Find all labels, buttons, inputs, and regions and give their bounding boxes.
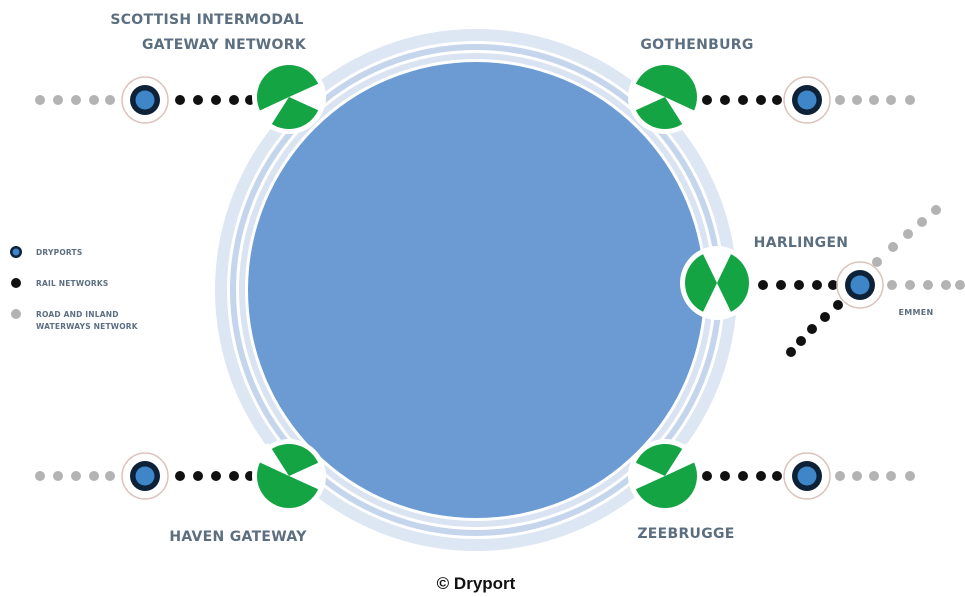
dryport-haven (121, 452, 169, 500)
dryport-zeebrugge (783, 452, 831, 500)
dryports (121, 76, 884, 500)
dryport-scottish (121, 76, 169, 124)
port-gothenburg (628, 60, 706, 134)
dryport-emmen (836, 261, 884, 309)
label-emmen: EMMEN (898, 308, 933, 317)
rail-line-scottish (175, 95, 255, 105)
legend-dryports: DRYPORTS (10, 246, 82, 258)
label-zeebrugge: ZEEBRUGGE (637, 526, 734, 542)
label-scottish-line2: GATEWAY NETWORK (142, 37, 307, 53)
central-circle (248, 62, 704, 518)
label-scottish-line1: SCOTTISH INTERMODAL (110, 12, 303, 28)
legend: DRYPORTS RAIL NETWORKS ROAD AND INLAND W… (10, 246, 139, 331)
label-haven: HAVEN GATEWAY (169, 529, 307, 545)
ports (248, 60, 754, 513)
legend-road: ROAD AND INLAND WATERWAYS NETWORK (11, 309, 139, 331)
rail-line-harlingen (758, 280, 838, 290)
legend-rail: RAIL NETWORKS (11, 278, 109, 288)
port-scottish (248, 60, 326, 134)
legend-dryports-label: DRYPORTS (36, 248, 82, 257)
legend-road-label-line2: WATERWAYS NETWORK (36, 322, 139, 331)
rail-line-zeebrugge (702, 471, 782, 481)
road-line-zeebrugge (835, 471, 915, 481)
port-haven (248, 439, 326, 513)
network-lines (35, 95, 965, 481)
road-line-emmen-diagonal (872, 205, 941, 267)
port-zeebrugge (628, 439, 706, 513)
label-harlingen: HARLINGEN (754, 235, 849, 251)
legend-road-label-line1: ROAD AND INLAND (36, 310, 119, 319)
rail-line-gothenburg (702, 95, 782, 105)
rail-line-emmen-diagonal (786, 300, 843, 357)
label-gothenburg: GOTHENBURG (640, 37, 753, 53)
road-line-scottish (35, 95, 115, 105)
port-harlingen (680, 246, 754, 320)
road-line-harlingen (887, 280, 965, 290)
road-line-gothenburg (835, 95, 915, 105)
road-line-haven (35, 471, 115, 481)
legend-road-marker (11, 309, 21, 319)
copyright-text: © Dryport (437, 574, 516, 593)
rail-line-haven (175, 471, 255, 481)
legend-rail-marker (11, 278, 21, 288)
dryport-gothenburg (783, 76, 831, 124)
legend-rail-label: RAIL NETWORKS (36, 279, 109, 288)
